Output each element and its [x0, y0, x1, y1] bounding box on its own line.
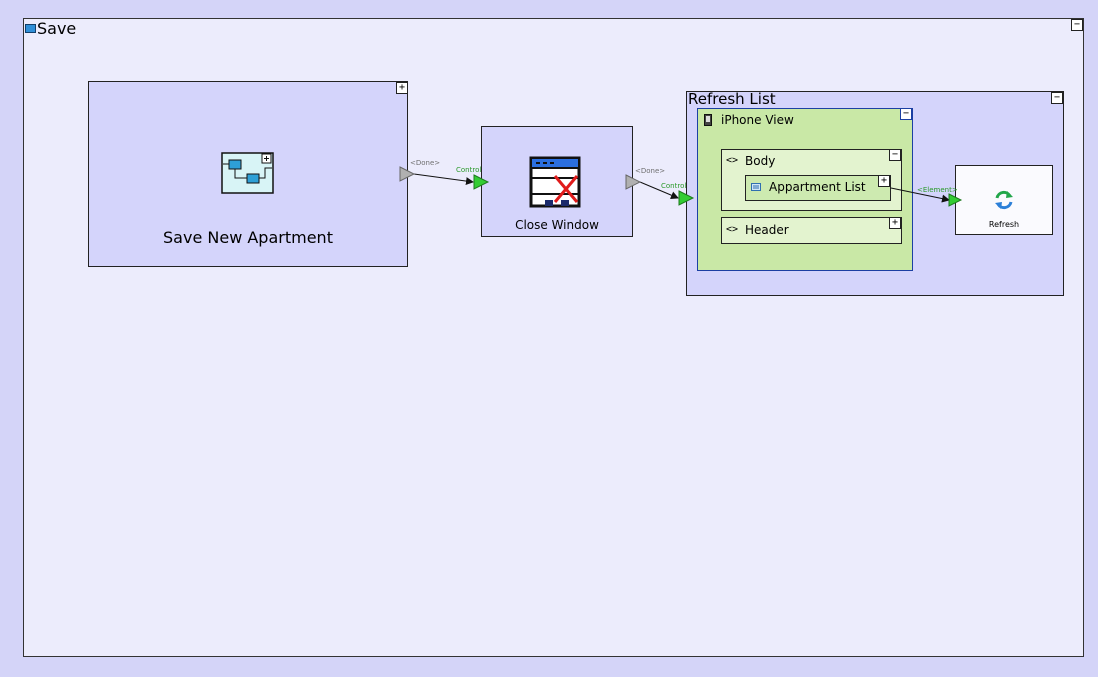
element-port-label: <Element> [917, 186, 958, 194]
frame-module-icon [25, 24, 36, 33]
header-expand-button[interactable]: + [889, 217, 901, 229]
module-flow-icon [221, 152, 274, 194]
header-label: Header [745, 223, 789, 237]
code-brackets-icon: <> [726, 224, 739, 235]
frame-title: Save [37, 19, 77, 38]
done-port-label: <Done> [410, 159, 441, 167]
refresh-list-collapse-button[interactable]: − [1051, 92, 1063, 104]
appartment-list-node[interactable] [745, 175, 891, 201]
iphone-view-collapse-button[interactable]: − [900, 108, 912, 120]
done-port-label: <Done> [635, 167, 666, 175]
phone-icon [704, 114, 712, 126]
save-new-apartment-label: Save New Apartment [163, 228, 333, 247]
code-brackets-icon: <> [726, 155, 739, 166]
save-new-apartment-node[interactable]: Save New Apartment [88, 81, 408, 267]
body-label: Body [745, 154, 776, 168]
body-collapse-button[interactable]: − [889, 149, 901, 161]
save-new-apartment-expand-button[interactable]: + [396, 82, 408, 94]
close-window-node[interactable]: Close Window [481, 126, 633, 237]
close-window-icon [529, 156, 581, 208]
iphone-view-label: iPhone View [721, 113, 794, 127]
control-port-label: Control [456, 166, 482, 174]
appartment-list-label: Appartment List [769, 180, 866, 194]
refresh-node[interactable]: Refresh [955, 165, 1053, 235]
control-port-label: Control [661, 182, 687, 190]
list-icon [751, 183, 761, 191]
frame-collapse-button[interactable]: − [1071, 19, 1083, 31]
refresh-list-label: Refresh List [688, 90, 776, 108]
close-window-label: Close Window [515, 218, 599, 232]
appartment-list-expand-button[interactable]: + [878, 175, 890, 187]
header-node[interactable] [721, 217, 902, 244]
refresh-label: Refresh [988, 220, 1020, 229]
refresh-icon [995, 190, 1013, 210]
